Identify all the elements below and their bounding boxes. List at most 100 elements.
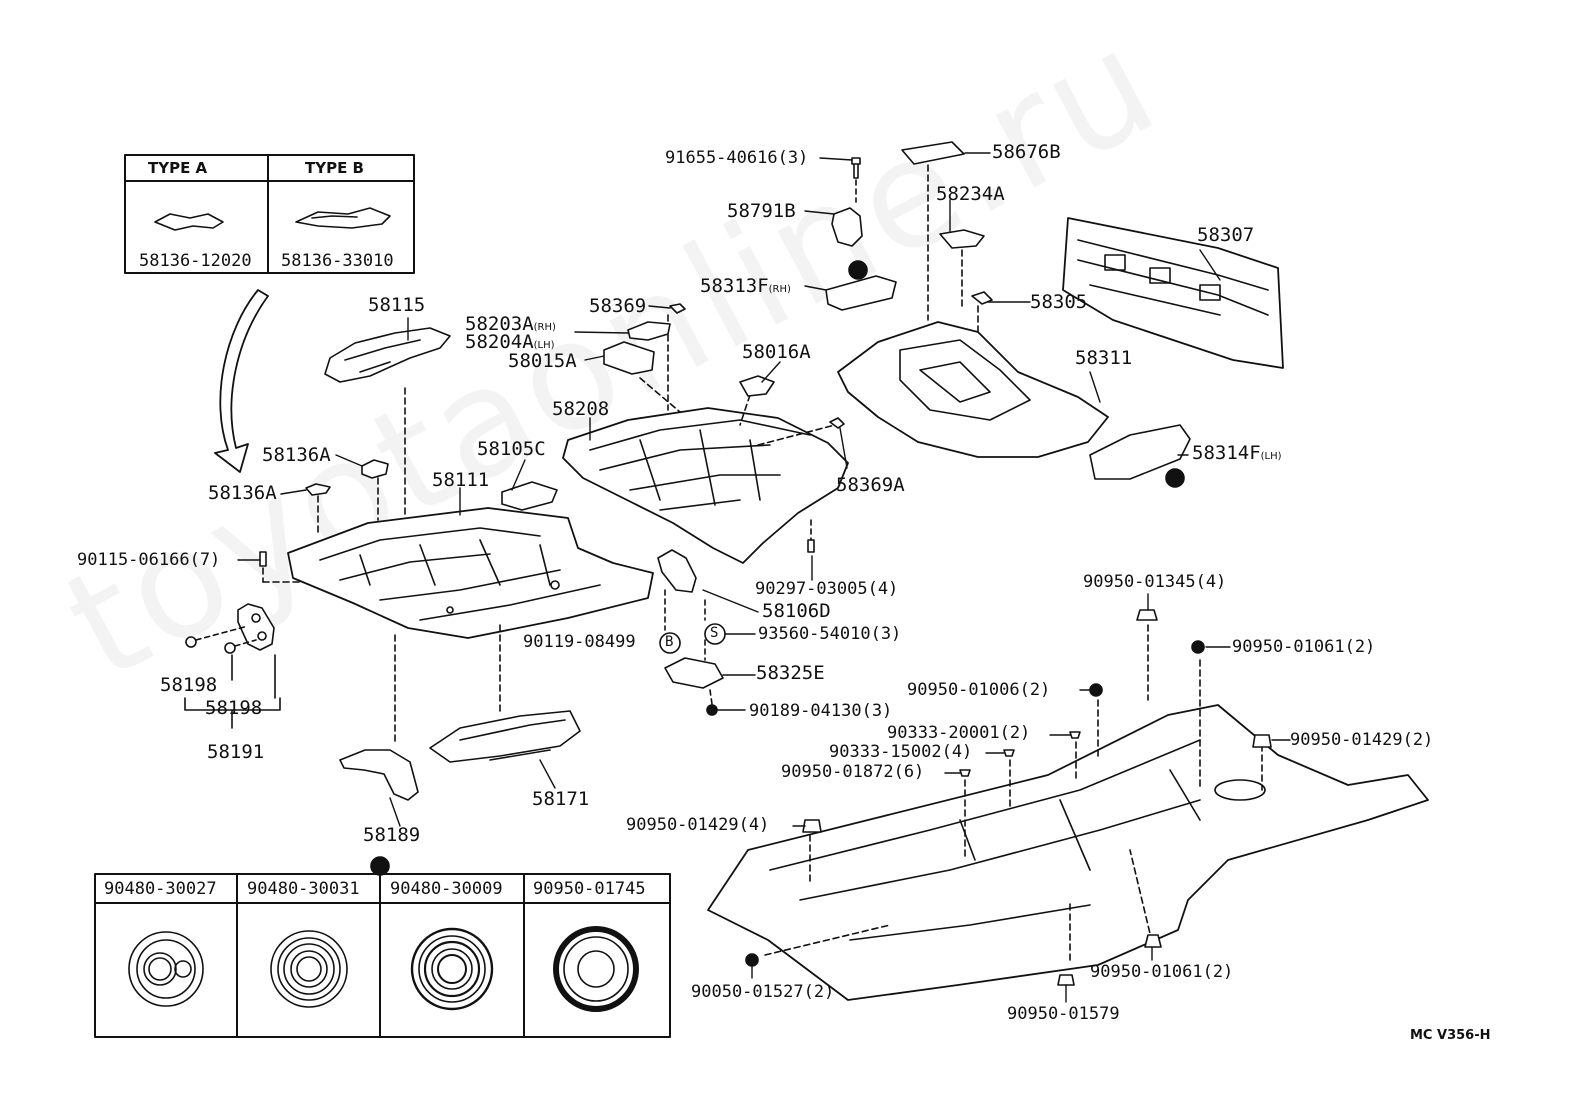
direction-arrow	[214, 289, 269, 473]
clip-90333-20001	[1069, 731, 1081, 739]
label-90297-03005: 90297-03005(4)	[755, 579, 899, 599]
label-58314F-number: 58314F	[1192, 442, 1261, 464]
label-58313F-number: 58313F	[700, 275, 769, 297]
label-58204A-number: 58204A	[465, 331, 534, 353]
label-58111: 58111	[432, 469, 490, 491]
label-90050-01527: 90050-01527(2)	[691, 982, 835, 1002]
label-58171: 58171	[532, 788, 590, 810]
label-58325E: 58325E	[756, 662, 825, 684]
part-58676B	[901, 141, 965, 165]
part-58016A	[739, 375, 775, 397]
plug-90950-01745-drawing	[553, 926, 639, 1012]
type-b-part-number: 58136-33010	[281, 251, 394, 271]
label-58313F-side: (RH)	[768, 284, 791, 295]
part-58115	[324, 327, 451, 383]
label-58203A-side: (RH)	[533, 322, 556, 333]
label-58208: 58208	[552, 398, 610, 420]
type-table	[124, 154, 415, 274]
grommet-90950-01061-upper	[1191, 640, 1205, 654]
label-91655-40616: 91655-40616(3)	[665, 148, 809, 168]
label-58791B: 58791B	[727, 200, 796, 222]
part-58325E	[664, 657, 724, 689]
label-58015A: 58015A	[508, 350, 577, 372]
part-58106D	[657, 549, 697, 593]
part-58307	[1062, 217, 1284, 369]
grommet-90950-01006	[1089, 683, 1103, 697]
label-58203A: 58203A(RH)	[465, 315, 556, 337]
label-58369A: 58369A	[836, 474, 905, 496]
part-58111	[287, 507, 654, 639]
label-58105C: 58105C	[477, 438, 546, 460]
grommet-90950-01061-lower	[1144, 934, 1162, 948]
label-58676B: 58676B	[992, 141, 1061, 163]
type-a-part-shape	[154, 213, 224, 231]
nut-90189	[706, 704, 718, 716]
part-58208	[562, 407, 849, 564]
plug-marker-right	[1165, 468, 1185, 488]
marker-s: S	[710, 625, 719, 641]
type-b-header: TYPE B	[305, 159, 364, 177]
label-58106D: 58106D	[762, 600, 831, 622]
label-58314F-side: (LH)	[1260, 451, 1282, 462]
bolt-58198-b	[224, 642, 236, 654]
label-90115-06166: 90115-06166(7)	[77, 550, 221, 570]
plug-table	[94, 873, 671, 1038]
plug-header-1: 90480-30027	[104, 879, 217, 899]
label-58313F: 58313F(RH)	[700, 277, 791, 299]
plug-90480-30027-drawing	[128, 931, 204, 1007]
part-58369A	[829, 417, 845, 429]
label-58234A: 58234A	[936, 183, 1005, 205]
label-90189-04130: 90189-04130(3)	[749, 701, 893, 721]
type-a-header: TYPE A	[148, 159, 208, 177]
label-58136A-lower: 58136A	[208, 482, 277, 504]
bolt-90115	[259, 551, 267, 567]
grommet-90950-01429-right	[1252, 734, 1272, 748]
plug-header-4: 90950-01745	[533, 879, 646, 899]
part-58314F	[1089, 424, 1191, 480]
grommet-90950-01429-left	[802, 819, 822, 833]
plug-header-3: 90480-30009	[390, 879, 503, 899]
part-58203A	[627, 321, 671, 341]
label-58311: 58311	[1075, 347, 1133, 369]
plug-marker-upper	[848, 260, 868, 280]
part-58015A	[603, 341, 655, 375]
part-58369	[669, 303, 686, 314]
bolt-90297	[807, 539, 815, 553]
label-90950-01061-lower: 90950-01061(2)	[1090, 962, 1234, 982]
marker-b: B	[665, 634, 674, 650]
under-floor-pan	[707, 704, 1429, 1001]
grommet-90950-01345	[1136, 609, 1158, 621]
bolt-58198-a	[185, 636, 197, 648]
label-58198-a: 58198	[160, 674, 218, 696]
label-58191: 58191	[207, 741, 265, 763]
label-58136A-upper: 58136A	[262, 444, 331, 466]
label-90950-01429-left: 90950-01429(4)	[626, 815, 770, 835]
label-58204A: 58204A(LH)	[465, 333, 555, 355]
label-90333-20001: 90333-20001(2)	[887, 723, 1031, 743]
label-90950-01429-right: 90950-01429(2)	[1290, 730, 1434, 750]
bolt-91655	[851, 157, 861, 179]
label-58203A-number: 58203A	[465, 313, 534, 335]
part-58189	[339, 749, 419, 801]
label-90950-01872: 90950-01872(6)	[781, 762, 925, 782]
label-90333-15002: 90333-15002(4)	[829, 742, 973, 762]
plug-header-2: 90480-30031	[247, 879, 360, 899]
label-58115: 58115	[368, 294, 426, 316]
label-90950-01579: 90950-01579	[1007, 1004, 1120, 1024]
label-58016A: 58016A	[742, 341, 811, 363]
label-58189: 58189	[363, 824, 421, 846]
part-58791B	[831, 207, 863, 247]
drawing-code: MC V356-H	[1410, 1028, 1491, 1043]
clip-90333-15002	[1003, 749, 1015, 757]
label-58305: 58305	[1030, 291, 1088, 313]
label-93560-54010: 93560-54010(3)	[758, 624, 902, 644]
plug-marker-lower	[370, 856, 390, 876]
part-58311	[837, 321, 1109, 458]
label-90119-08499: 90119-08499	[523, 632, 636, 652]
label-58314F: 58314F(LH)	[1192, 444, 1282, 466]
label-90950-01006: 90950-01006(2)	[907, 680, 1051, 700]
plug-90480-30009-drawing	[410, 927, 494, 1011]
part-58305	[971, 291, 993, 305]
label-90950-01345: 90950-01345(4)	[1083, 572, 1227, 592]
